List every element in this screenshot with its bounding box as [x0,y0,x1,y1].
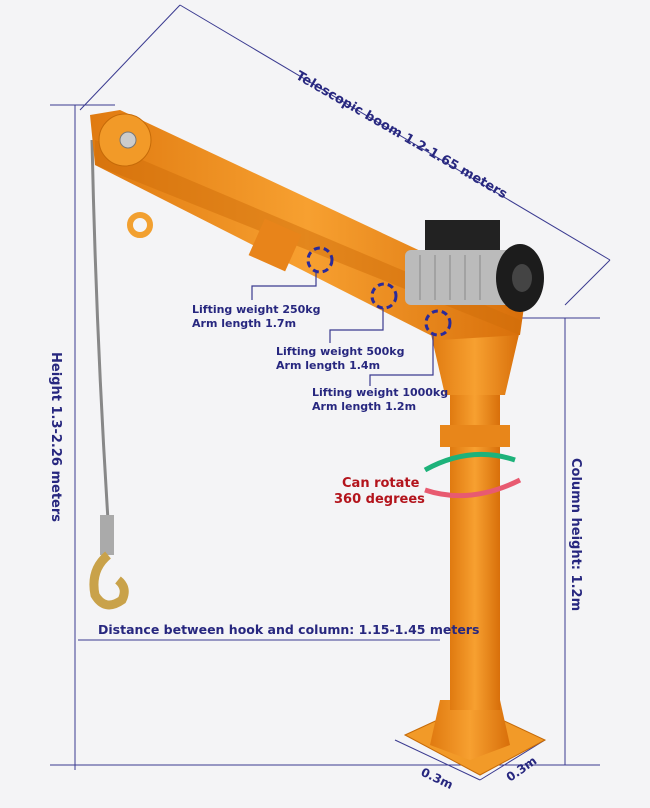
hook [89,515,129,610]
column-base [430,700,510,760]
position-marker-500kg [370,282,398,310]
position-2-arm: Arm length 1.4m [276,359,380,372]
hook-distance-label: Distance between hook and column: 1.15-1… [98,622,479,637]
dimension-lines [50,4,611,781]
position-1-weight: Lifting weight 250kg [192,303,320,316]
column-height-label: Column height: 1.2m [568,458,583,611]
position-marker-1000kg [424,309,452,337]
base-width-label: 0.3m [419,765,456,792]
lifting-eye [127,212,153,238]
winch [405,220,544,312]
position-3-arm: Arm length 1.2m [312,400,416,413]
rotation-label-line2: 360 degrees [334,492,425,507]
boom-length-label: Telescopic boom 1.2-1.65 meters [293,68,510,202]
wire-rope [90,139,110,521]
position-marker-250kg [306,246,334,274]
height-label: Height 1.3-2.26 meters [48,352,63,522]
position-3-weight: Lifting weight 1000kg [312,386,448,399]
position-1-arm: Arm length 1.7m [192,317,296,330]
rotation-label-line1: Can rotate [342,476,420,491]
rotation-arrow-icon [423,451,516,473]
position-2-weight: Lifting weight 500kg [276,345,404,358]
